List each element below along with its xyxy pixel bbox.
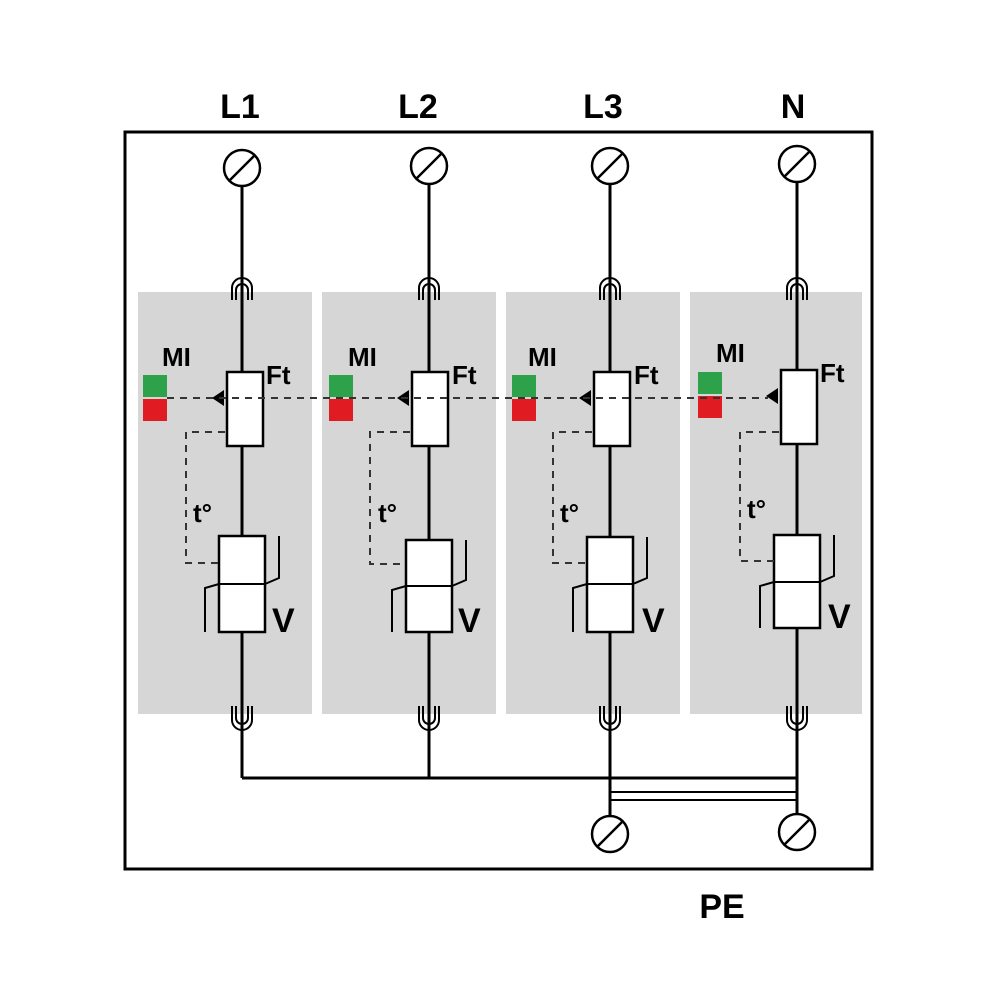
thermal-fuse-l3 bbox=[592, 370, 632, 448]
plug-contact-bottom-l1 bbox=[231, 706, 253, 731]
varistor-label-l2: V bbox=[458, 602, 481, 640]
plug-contact-top-n bbox=[786, 277, 808, 300]
enclosure-outline bbox=[123, 130, 874, 871]
pole-circuit-l1 bbox=[143, 186, 280, 778]
indicator-green-l3 bbox=[512, 375, 536, 397]
ft-label-n: Ft bbox=[820, 358, 845, 388]
thermal-label-l3: t° bbox=[560, 498, 579, 528]
thermal-fuse-l1 bbox=[225, 370, 265, 448]
indicator-red-n bbox=[698, 396, 722, 418]
ft-label-l2: Ft bbox=[452, 360, 477, 390]
mi-label-n: MI bbox=[716, 338, 745, 368]
thermal-fuse-n bbox=[779, 368, 819, 446]
plug-contact-bottom-l2 bbox=[418, 706, 440, 731]
plug-contact-bottom-n bbox=[786, 706, 808, 731]
module-panel-n bbox=[690, 292, 862, 714]
indicator-green-n bbox=[698, 372, 722, 394]
pole-circuit-l2 bbox=[329, 184, 467, 778]
varistor-label-n: V bbox=[828, 598, 851, 636]
indicator-red-l2 bbox=[329, 399, 353, 421]
indicator-green-l1 bbox=[143, 375, 167, 397]
indicator-green-l2 bbox=[329, 375, 353, 397]
thermal-fuse-l2 bbox=[410, 370, 450, 448]
terminal-top-n bbox=[777, 144, 817, 184]
terminal-pe-1 bbox=[590, 814, 630, 854]
module-panel-l1 bbox=[138, 292, 312, 714]
plug-contact-top-l2 bbox=[418, 277, 440, 300]
terminal-top-l3 bbox=[590, 146, 630, 186]
pole-circuit-l3 bbox=[512, 184, 648, 820]
plug-contact-bottom-l3 bbox=[599, 706, 621, 731]
varistor-label-l3: V bbox=[642, 602, 665, 640]
terminal-pe-2 bbox=[777, 812, 817, 852]
thermal-label-l1: t° bbox=[193, 498, 212, 528]
indicator-red-l1 bbox=[143, 399, 167, 421]
pole-label-l3: L3 bbox=[583, 88, 623, 126]
thermal-label-n: t° bbox=[747, 494, 766, 524]
ft-label-l3: Ft bbox=[634, 360, 659, 390]
mi-label-l2: MI bbox=[348, 342, 377, 372]
terminal-top-l2 bbox=[409, 146, 449, 186]
pe-label: PE bbox=[699, 888, 744, 926]
plug-contact-top-l1 bbox=[231, 277, 253, 300]
pole-label-l2: L2 bbox=[398, 88, 438, 126]
thermal-label-l2: t° bbox=[378, 498, 397, 528]
fuse-trip-pointer-n bbox=[766, 388, 778, 404]
pole-circuit-n bbox=[698, 182, 835, 818]
pole-label-n: N bbox=[781, 88, 806, 126]
module-panel-l2 bbox=[322, 292, 496, 714]
terminal-top-l1 bbox=[222, 148, 262, 188]
fuse-trip-pointer-l1 bbox=[212, 390, 224, 406]
indicator-red-l3 bbox=[512, 399, 536, 421]
module-panel-l3 bbox=[506, 292, 680, 714]
ft-label-l1: Ft bbox=[266, 360, 291, 390]
mi-label-l3: MI bbox=[528, 342, 557, 372]
plug-contact-top-l3 bbox=[599, 277, 621, 300]
mi-label-l1: MI bbox=[162, 342, 191, 372]
varistor-label-l1: V bbox=[272, 602, 295, 640]
pole-label-l1: L1 bbox=[220, 88, 260, 126]
